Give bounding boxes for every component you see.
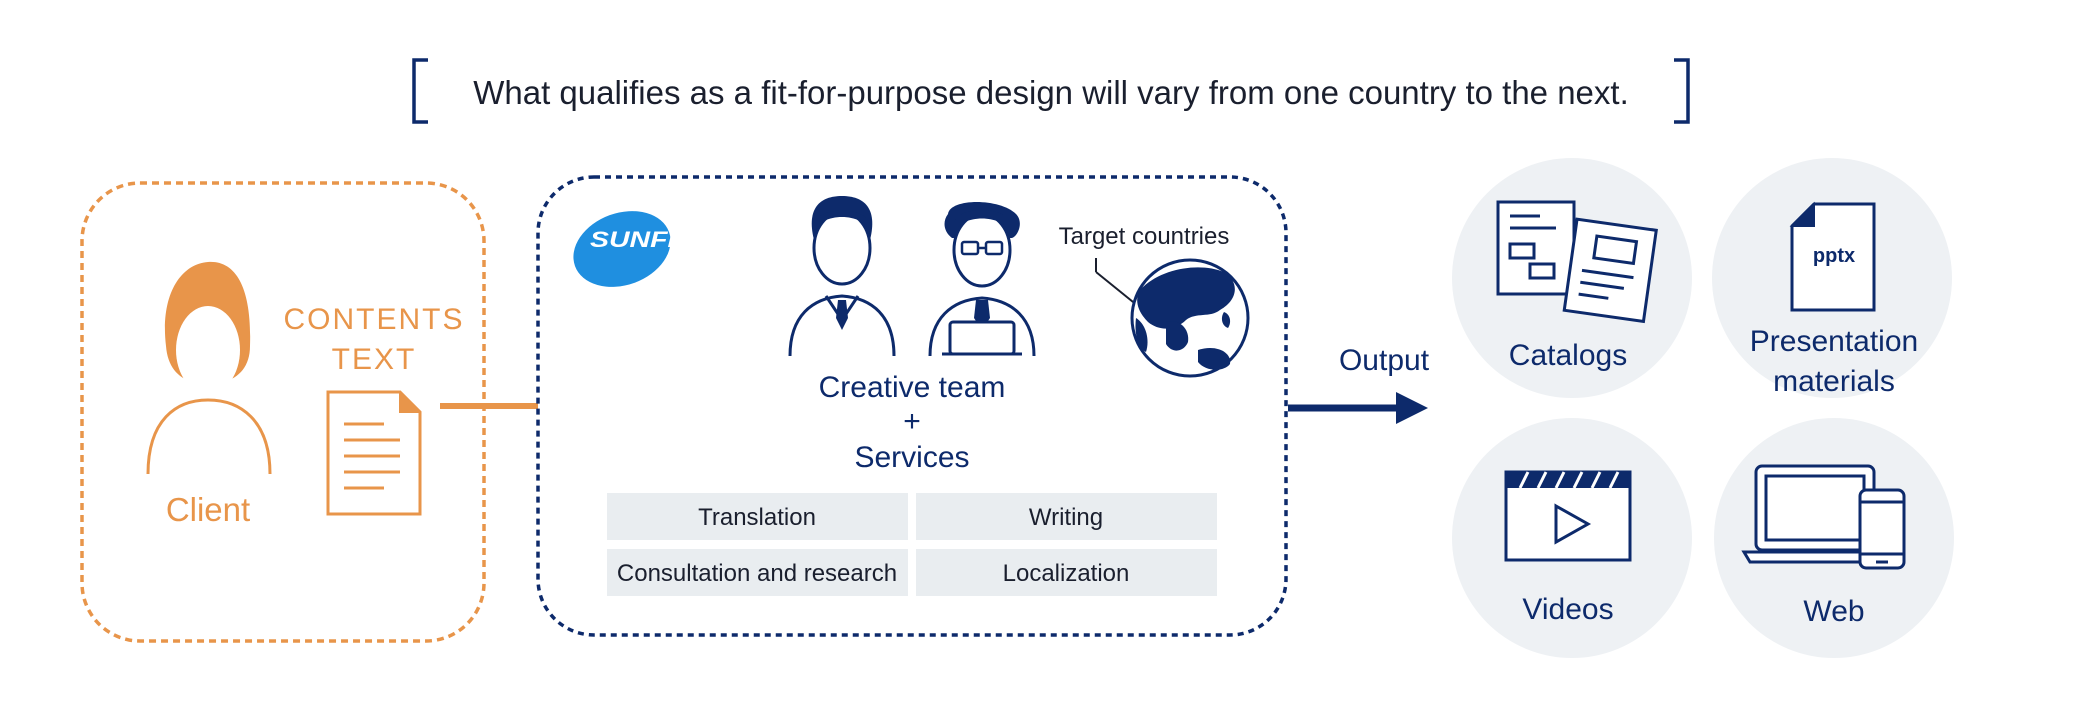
- service-label: Translation: [698, 504, 816, 531]
- service-label: Consultation and research: [617, 560, 897, 587]
- pptx-file-icon: pptx: [1789, 201, 1876, 312]
- service-chip-writing: Writing: [916, 493, 1217, 540]
- pptx-tag: pptx: [1813, 245, 1855, 267]
- web-label: Web: [1803, 595, 1864, 628]
- service-chip-localization: Localization: [916, 549, 1217, 596]
- creative-team-line3: Services: [854, 441, 969, 474]
- output-catalogs: Catalogs: [1452, 158, 1692, 398]
- headline-left-bracket: [412, 58, 428, 124]
- service-label: Localization: [1003, 560, 1130, 587]
- creative-person-with-laptop-icon: [928, 202, 1036, 357]
- presentation-label-line2: materials: [1773, 365, 1895, 398]
- client-box: Client CONTENTS TEXT: [80, 181, 486, 643]
- output-web: Web: [1714, 418, 1954, 658]
- service-chip-consultation: Consultation and research: [607, 549, 908, 596]
- videos-label: Videos: [1522, 593, 1613, 626]
- catalog-icon: [1496, 200, 1658, 324]
- client-label: Client: [166, 491, 250, 528]
- output-videos: Videos: [1452, 418, 1692, 658]
- client-person-icon: [146, 261, 272, 475]
- target-countries-label: Target countries: [1059, 223, 1230, 250]
- headline-right-bracket: [1674, 58, 1690, 124]
- sunflare-logo-text: SUNFLARE: [590, 227, 747, 252]
- presentation-label-line1: Presentation: [1750, 325, 1918, 358]
- creative-team-line2: +: [903, 405, 921, 438]
- headline-text: What qualifies as a fit-for-purpose desi…: [473, 74, 1629, 111]
- output-label: Output: [1339, 344, 1430, 377]
- service-label: Writing: [1029, 504, 1103, 531]
- creative-person-icon: [788, 196, 896, 357]
- output-presentation: pptx Presentation materials: [1712, 158, 1952, 398]
- globe-icon: [1130, 258, 1250, 378]
- video-clapper-icon: [1504, 470, 1632, 562]
- sunflare-logo: SUNFLARE: [573, 211, 747, 287]
- catalogs-label: Catalogs: [1509, 339, 1627, 372]
- document-icon: [326, 390, 422, 516]
- service-chip-translation: Translation: [607, 493, 908, 540]
- laptop-phone-icon: [1741, 464, 1906, 570]
- target-pointer-line-2: [1095, 271, 1139, 307]
- contents-label-line1: CONTENTS: [284, 303, 465, 336]
- client-box-border: [80, 181, 486, 643]
- creative-team-line1: Creative team: [819, 371, 1006, 404]
- output-arrow: [1288, 392, 1428, 424]
- contents-label-line2: TEXT: [332, 343, 417, 376]
- headline-group: What qualifies as a fit-for-purpose desi…: [412, 58, 1690, 124]
- sunflare-box: SUNFLARE Target countries: [536, 175, 1288, 637]
